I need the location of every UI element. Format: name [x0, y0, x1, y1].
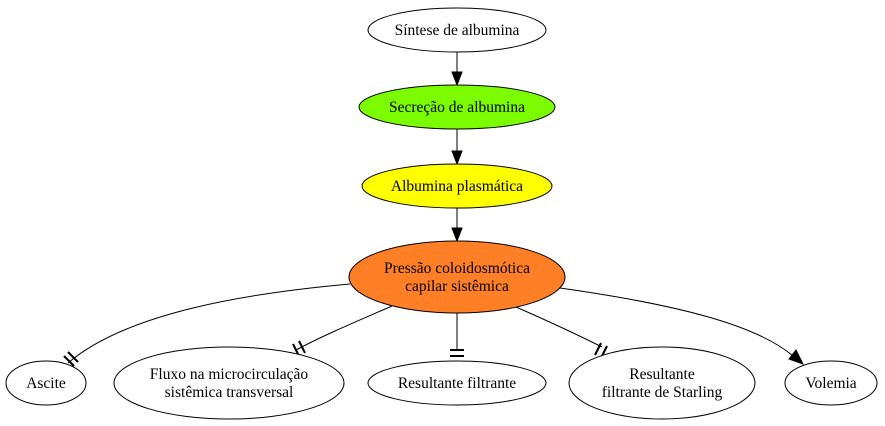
node-albumina: Albumina plasmática — [361, 163, 553, 209]
edge-sintese-to-secrecao — [451, 52, 463, 87]
arrowhead-icon — [788, 349, 805, 365]
arrowhead-icon — [451, 71, 463, 87]
node-ellipse — [348, 240, 566, 314]
edge-pressao-to-volemia — [559, 287, 805, 365]
node-label: filtrante de Starling — [602, 384, 723, 401]
node-ellipse — [5, 360, 87, 406]
node-label: Síntese de albumina — [395, 22, 520, 39]
node-label: Resultante filtrante — [398, 375, 516, 392]
edge-line — [559, 287, 793, 356]
node-label: Volemia — [805, 375, 856, 392]
node-ellipse — [367, 7, 547, 53]
node-ascite: Ascite — [5, 360, 87, 406]
edge-line — [67, 283, 351, 364]
node-sintese: Síntese de albumina — [367, 7, 547, 53]
edge-pressao-to-resultante — [450, 313, 464, 357]
node-label: sistêmica transversal — [165, 384, 294, 401]
edge-secrecao-to-albumina — [451, 129, 463, 166]
arrowhead-icon — [451, 150, 463, 166]
node-ellipse — [784, 360, 878, 406]
node-label: Resultante — [629, 366, 695, 383]
inhibition-tee-icon — [63, 355, 75, 367]
node-secrecao: Secreção de albumina — [358, 84, 556, 130]
node-volemia: Volemia — [784, 360, 878, 406]
edge-line — [515, 306, 603, 348]
inhibition-tee-icon — [298, 340, 306, 354]
edge-pressao-to-ascite — [63, 283, 351, 367]
edge-pressao-to-starling — [515, 306, 608, 359]
edge-albumina-to-pressao — [451, 208, 463, 243]
node-ellipse — [568, 346, 756, 420]
inhibition-tee-icon — [594, 342, 602, 356]
arrowhead-icon — [451, 227, 463, 243]
node-label: Ascite — [26, 375, 66, 392]
node-label: Albumina plasmática — [391, 178, 523, 195]
node-ellipse — [361, 163, 553, 209]
node-ellipse — [113, 346, 345, 420]
edge-line — [295, 305, 393, 351]
node-label: Pressão coloidosmótica — [384, 260, 530, 277]
node-resultante: Resultante filtrante — [367, 360, 547, 406]
inhibition-tee-icon — [67, 351, 79, 363]
node-label: Secreção de albumina — [389, 99, 525, 116]
node-label: Fluxo na microcirculação — [150, 366, 309, 383]
edge-pressao-to-fluxo — [292, 305, 393, 357]
node-label: capilar sistêmica — [405, 278, 509, 295]
node-ellipse — [358, 84, 556, 130]
node-ellipse — [367, 360, 547, 406]
